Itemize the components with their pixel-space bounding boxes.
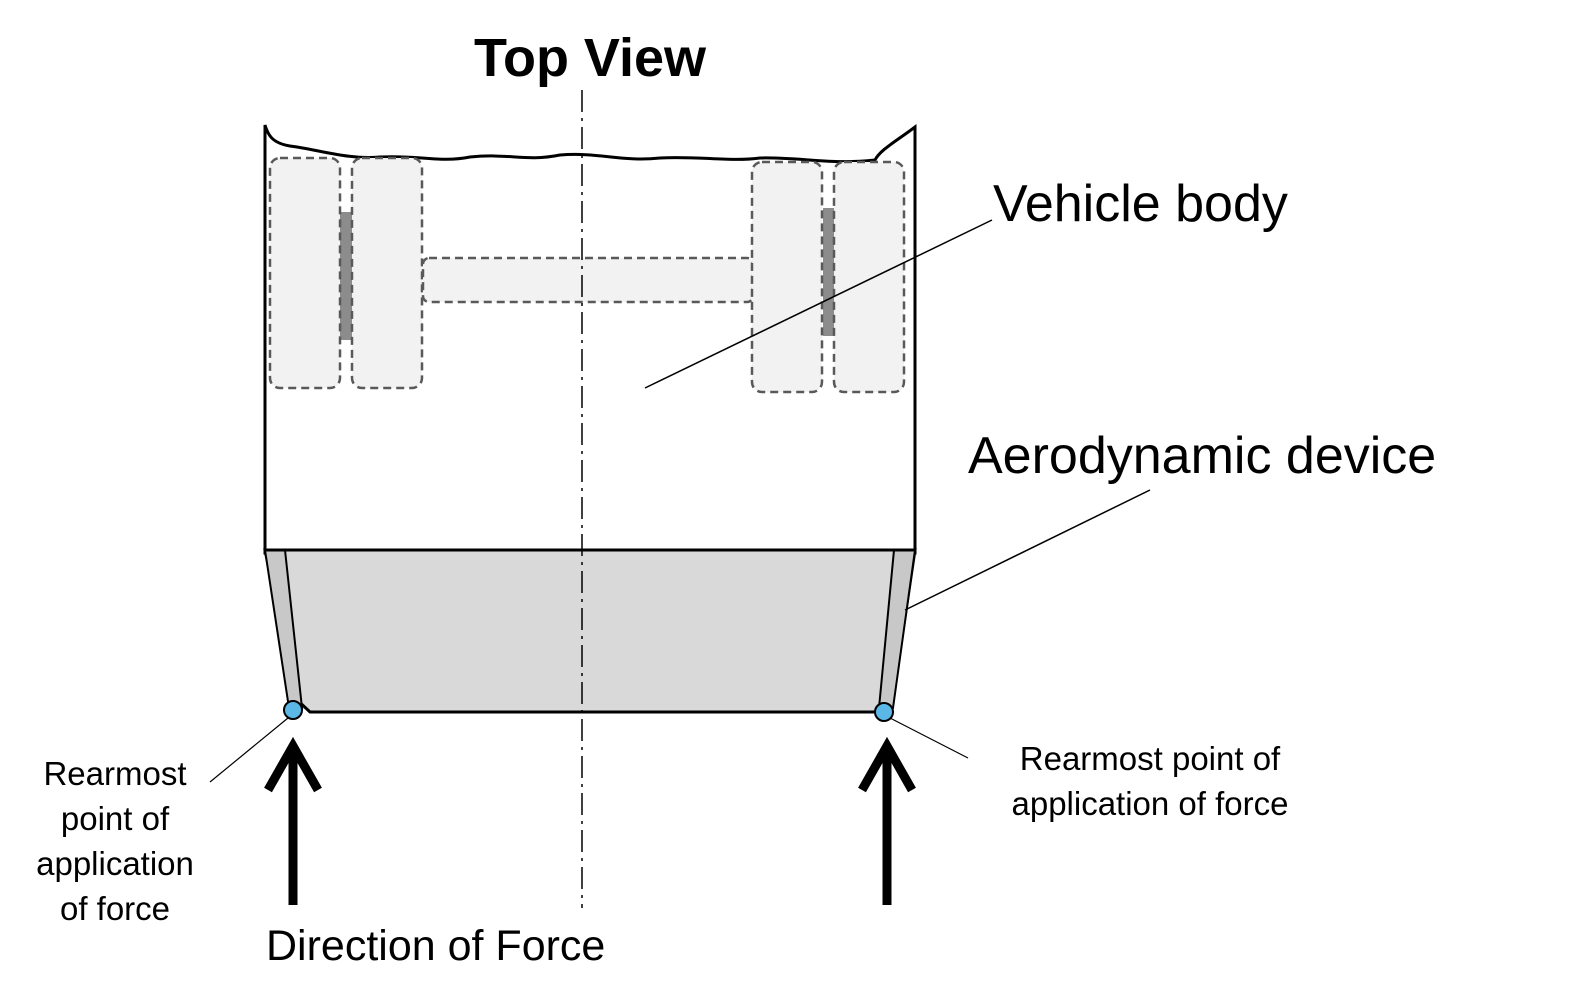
label-left-point: Rearmost point of application of force xyxy=(36,755,194,927)
leader-left-point xyxy=(209,717,289,783)
right-point-line-2: application of force xyxy=(1011,785,1288,822)
left-point-line-2: point of xyxy=(61,800,170,837)
force-point-right xyxy=(874,702,894,722)
label-vehicle-body: Vehicle body xyxy=(993,175,1288,233)
leader-aerodynamic-device xyxy=(904,489,1151,611)
wheel-right-inner xyxy=(750,160,824,394)
aerodynamic-device xyxy=(263,548,917,714)
up-arrow-icon xyxy=(264,736,322,905)
left-point-line-4: of force xyxy=(60,890,170,927)
label-right-point: Rearmost point of application of force xyxy=(1011,740,1288,822)
wheel-right-outer xyxy=(832,160,906,394)
inner-brake-left xyxy=(338,212,352,340)
left-point-line-3: application xyxy=(36,845,194,882)
label-direction-of-force: Direction of Force xyxy=(266,922,605,970)
diagram-title: Top View xyxy=(474,28,707,88)
rear-axle-assembly xyxy=(268,156,906,394)
force-point-left xyxy=(283,700,303,720)
axle xyxy=(421,256,755,304)
wheel-left-outer xyxy=(268,156,342,390)
wheel-left-inner xyxy=(350,156,424,390)
label-aerodynamic-device: Aerodynamic device xyxy=(968,427,1436,485)
leader-right-point xyxy=(889,717,969,759)
up-arrow-icon xyxy=(858,736,916,905)
left-point-line-1: Rearmost xyxy=(43,755,186,792)
leader-vehicle-body xyxy=(644,219,993,389)
right-point-line-1: Rearmost point of xyxy=(1020,740,1281,777)
